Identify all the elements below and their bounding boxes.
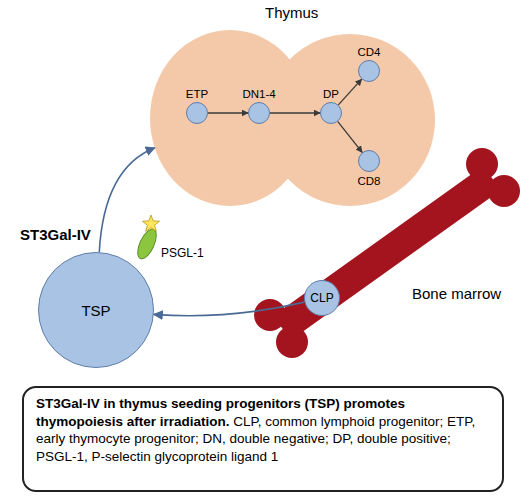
cell-label: TSP — [39, 302, 153, 319]
node-small: CD8 — [358, 150, 380, 172]
node-clp: CLP — [304, 280, 340, 316]
bone-label: Bone marrow — [412, 285, 501, 303]
bone-knob — [488, 175, 520, 207]
star-symbol — [142, 215, 159, 231]
cell-label: CD8 — [357, 174, 380, 188]
node-small: DN1-4 — [248, 102, 270, 124]
ligand-oval — [134, 227, 160, 262]
bone-knob — [254, 299, 286, 331]
psgl-shape — [137, 222, 157, 262]
thymus-lobe — [265, 34, 435, 206]
caption-paragraph: ST3Gal-IV in thymus seeding progenitors … — [36, 395, 490, 465]
ligand-label: PSGL-1 — [161, 246, 204, 260]
cell-label: DN1-4 — [242, 87, 275, 101]
node-thymus: ThymusETPDN1-4DPCD4CD8 — [150, 28, 435, 206]
cell-label: ETP — [186, 87, 208, 101]
bone-knob — [466, 148, 498, 180]
node-big: TSP — [38, 252, 154, 368]
node-bone: Bone marrow CLP — [262, 158, 512, 358]
node-caption: ST3Gal-IV in thymus seeding progenitors … — [22, 386, 504, 492]
node-small: DP — [320, 102, 342, 124]
node-small: CD4 — [358, 60, 380, 82]
enzyme-label: ST3Gal-IV — [20, 226, 91, 243]
bone-shaft — [282, 178, 492, 328]
node-psgl: PSGL-1 — [137, 222, 157, 262]
node-small: ETP — [186, 102, 208, 124]
cell-label: DP — [323, 87, 339, 101]
bone-shape — [262, 158, 512, 358]
bone-knob — [276, 326, 308, 358]
cell-label: CLP — [305, 291, 339, 305]
thymus-title: Thymus — [265, 4, 318, 22]
cell-label: CD4 — [357, 45, 380, 59]
